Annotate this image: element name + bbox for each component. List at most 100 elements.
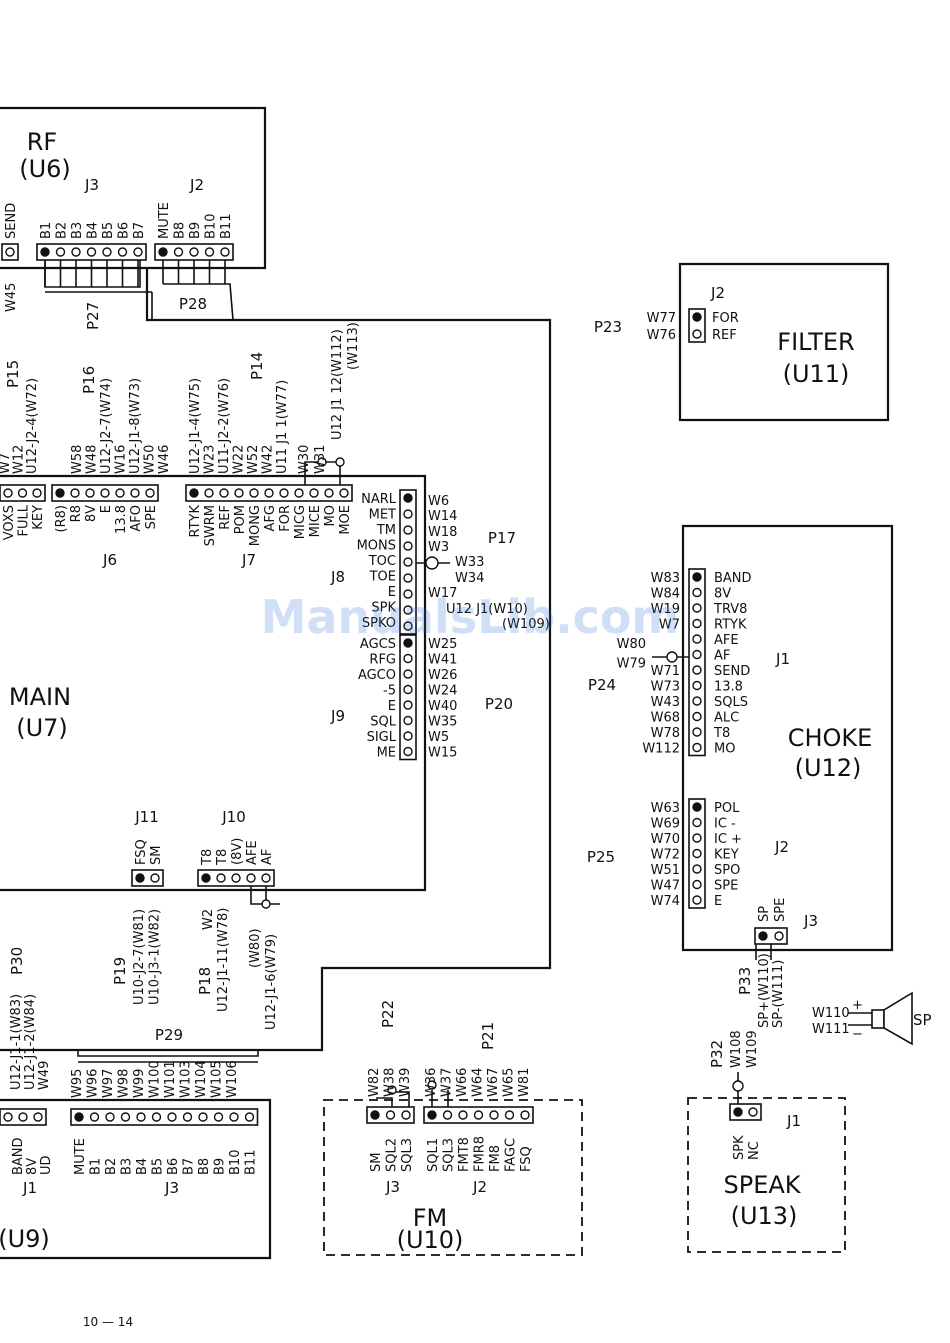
u9-j3-pin-5 — [151, 1112, 162, 1122]
main-j10-label-3: AFE — [245, 840, 260, 865]
fm-j3-pin-1 — [385, 1110, 396, 1120]
p20-wire-6: W5 — [428, 730, 449, 745]
rf-j2-label-1: B8 — [173, 222, 188, 239]
p18-node — [261, 899, 271, 909]
u9-j3-pin-9 — [213, 1112, 224, 1122]
plug-p29: P29 — [155, 1026, 183, 1044]
main-j6-label-2: 8V — [84, 505, 99, 522]
u9-j1-label-1: 8V — [25, 1158, 40, 1175]
main-j9-label-4: E — [388, 699, 396, 714]
fm-j3-label-2: SQL3 — [400, 1138, 415, 1172]
choke-j2-pin-5 — [692, 879, 702, 890]
rf-j3-label-0: B1 — [39, 222, 54, 239]
rf-j3-label-4: B5 — [101, 222, 116, 239]
choke-j3-label-1: SPE — [773, 898, 788, 922]
choke-j2-label-2: IC + — [714, 832, 742, 847]
fm-j2-label-6: FSQ — [519, 1146, 534, 1172]
u9-j3-pin-8 — [198, 1112, 208, 1122]
choke-j1-label-6: SEND — [714, 664, 750, 679]
choke-j3-name: J3 — [803, 912, 818, 930]
main-j7-pin-8 — [309, 488, 319, 498]
plug-p32: P32 — [708, 1040, 726, 1068]
choke-j2-wire-0: W63 — [651, 801, 680, 816]
rf-j3-pin-0 — [40, 247, 50, 257]
choke-j2-pin-3 — [692, 848, 702, 859]
page-number: 10 — 14 — [83, 1315, 133, 1329]
choke-j1-pin-8 — [692, 696, 702, 706]
rf-j3-pin-5 — [117, 247, 128, 257]
main-j6-label-0: (R8) — [54, 505, 69, 532]
plug-p30: P30 — [8, 947, 26, 975]
p21-node — [427, 1080, 437, 1090]
fm-j2-label-4: FM8 — [488, 1145, 503, 1172]
main-j8-label-5: TOE — [369, 570, 396, 585]
p17-wire-0: W6 — [428, 494, 449, 509]
rf-j2-pin-0 — [158, 247, 168, 257]
main-j10-label-4: AF — [260, 849, 275, 865]
rf-module-ref: (U6) — [19, 155, 71, 183]
rf-j2-pin-2 — [189, 247, 199, 257]
choke-j1-pin-10 — [692, 727, 702, 737]
rf-j3-label-5: B6 — [117, 222, 132, 239]
main-j7-label-5: AFG — [263, 505, 278, 531]
choke-j2-pin-0 — [692, 802, 702, 812]
u9-j3-label-1: B1 — [89, 1158, 104, 1175]
rf-j2-pin-3 — [204, 247, 215, 257]
p20-wire-7: W15 — [428, 746, 457, 761]
main-j8-label-2: TM — [376, 523, 396, 538]
rf-module-name: RF — [27, 128, 57, 156]
p14-wire-4: W52 — [246, 445, 261, 474]
rf-j3-name: J3 — [84, 176, 99, 194]
rf-j2-label-0: MUTE — [157, 202, 172, 239]
main-j8-pin-7 — [403, 605, 413, 615]
choke-j1-pin-11 — [692, 742, 702, 753]
rf-j3-pin-1 — [55, 247, 66, 257]
p14-wire-10: (W113) — [346, 322, 361, 370]
main-j6-pin-3 — [100, 488, 110, 498]
p18-wire-1: U12-J1-11(W78) — [216, 908, 231, 1012]
choke-j1-name: J1 — [775, 650, 790, 668]
p33-wire-1: SP-(W111) — [771, 960, 786, 1028]
main-j8-pin-8 — [403, 621, 413, 631]
p17-wire-1: W14 — [428, 509, 457, 524]
rf-j2-label-4: B11 — [219, 214, 234, 239]
main-j6-label-4: 13.8 — [114, 505, 129, 534]
p17-wire-4: W33 — [455, 555, 484, 570]
fm-j3-name: J3 — [385, 1178, 400, 1196]
rf-j3-label-6: B7 — [132, 222, 147, 239]
u9-j1-pin-2 — [33, 1112, 43, 1122]
main-j7-label-4: MONG — [248, 505, 263, 546]
main-j7-label-9: MO — [323, 505, 338, 526]
rf-j3-pin-6 — [133, 247, 143, 257]
u9-j3-label-9: B9 — [213, 1158, 228, 1175]
choke-j2-wire-1: W69 — [651, 817, 680, 832]
main-j5-label-1: FULL — [17, 504, 32, 536]
choke-module-outline — [681, 524, 894, 952]
plug-p24: P24 — [588, 676, 616, 694]
plug-p20: P20 — [485, 695, 513, 713]
p16-wire-4: U12-J1-8(W73) — [128, 378, 143, 474]
p30-wire-0: U12-J1-1(W83) — [9, 994, 24, 1090]
main-j11-label-0: FSQ — [134, 839, 149, 865]
filter-j2-wire-1: W76 — [647, 328, 676, 343]
module-outlines — [0, 106, 894, 1260]
main-j5-label-0: VOXS — [2, 505, 17, 540]
main-j10-label-0: T8 — [200, 849, 215, 866]
main-j8-label-8: SPKO — [362, 616, 396, 631]
main-j8-label-3: MONS — [357, 539, 396, 554]
choke-j1-wire-9: W68 — [651, 711, 680, 726]
p20-wire-0: W25 — [428, 637, 457, 652]
speak-module-name: SPEAK — [723, 1171, 801, 1199]
u9-j3-name: J3 — [164, 1179, 179, 1197]
main-j9-pin-2 — [403, 669, 413, 679]
speaker-plus: + — [852, 998, 863, 1013]
fm-j2-pin-1 — [442, 1110, 453, 1120]
p33-wire-0: SP+(W110) — [757, 953, 772, 1028]
fm-module-outline — [323, 1099, 583, 1256]
choke-j2-wire-3: W72 — [651, 848, 680, 863]
p29-wire-2: W97 — [101, 1069, 116, 1098]
p16-wire-2: U12-J2-7(W74) — [99, 378, 114, 474]
fm-j2-pin-4 — [489, 1110, 499, 1120]
rf-j3-label-3: B4 — [86, 222, 101, 239]
